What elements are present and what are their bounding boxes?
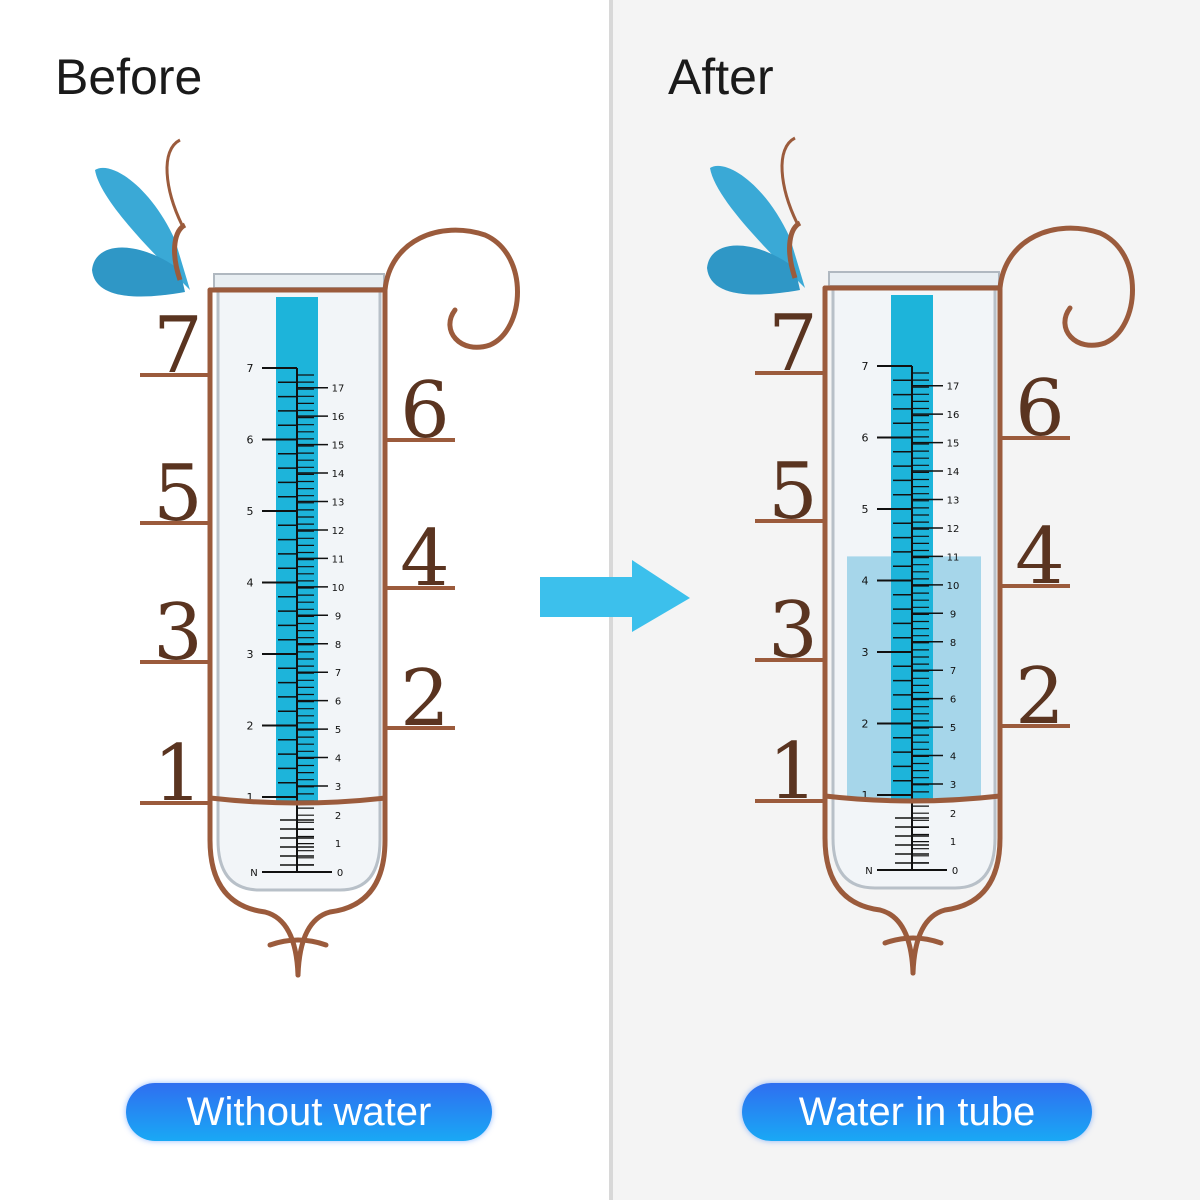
stand-number-right: 4 xyxy=(1015,512,1065,602)
after-heading: After xyxy=(668,49,774,105)
stand-hook xyxy=(382,227,520,350)
bottom-right-label: 0 xyxy=(337,868,343,879)
cm-label: 6 xyxy=(335,697,341,708)
cm-label: 5 xyxy=(335,725,341,736)
stand-spike-guard xyxy=(267,937,329,948)
cm-label: 17 xyxy=(332,384,345,395)
stand-number-right: 2 xyxy=(1015,652,1065,742)
inch-label: 7 xyxy=(862,360,869,373)
cm-label: 9 xyxy=(950,609,956,620)
bottom-left-label: N xyxy=(250,868,257,879)
cm-label: 7 xyxy=(335,668,341,679)
inch-label: 1 xyxy=(247,791,254,804)
stand-number-left: 7 xyxy=(153,301,203,391)
cm-label: 12 xyxy=(332,526,345,537)
cm-label: 4 xyxy=(335,754,341,765)
cm-label: 15 xyxy=(947,439,960,450)
cm-label: 9 xyxy=(335,611,341,622)
cm-label: 8 xyxy=(950,638,956,649)
inch-label: 4 xyxy=(862,575,869,588)
butterfly-wing xyxy=(92,247,185,297)
arrow-right-icon xyxy=(540,560,690,632)
inch-label: 6 xyxy=(862,432,869,445)
inch-label: 2 xyxy=(247,720,254,733)
stand-number-right: 6 xyxy=(400,366,450,456)
cm-label: 13 xyxy=(947,496,960,507)
butterfly-body xyxy=(787,220,802,279)
water-in-tube-label: Water in tube xyxy=(742,1083,1092,1141)
butterfly-wing xyxy=(707,245,800,295)
cm-label: 1 xyxy=(950,837,956,848)
butterfly-icon xyxy=(92,138,190,297)
before-heading: Before xyxy=(55,49,203,105)
inch-label: 1 xyxy=(862,789,869,802)
stand-spike-guard xyxy=(882,935,944,946)
stand-number-left: 1 xyxy=(768,727,818,817)
cm-label: 10 xyxy=(332,583,345,594)
stand-number-left: 1 xyxy=(153,729,203,819)
cm-label: 3 xyxy=(335,782,341,793)
cm-label: 12 xyxy=(947,524,960,535)
cm-label: 16 xyxy=(332,412,345,423)
cm-label: 7 xyxy=(950,666,956,677)
stand-hook xyxy=(997,225,1135,348)
cm-label: 1 xyxy=(335,839,341,850)
cm-label: 10 xyxy=(947,581,960,592)
butterfly-wing xyxy=(95,167,190,290)
inch-label: 5 xyxy=(247,505,254,518)
cm-label: 4 xyxy=(950,752,956,763)
butterfly-wing xyxy=(710,165,805,288)
cm-label: 2 xyxy=(950,809,956,820)
inch-label: 2 xyxy=(862,718,869,731)
inch-label: 6 xyxy=(247,434,254,447)
stand-number-left: 5 xyxy=(153,449,203,539)
butterfly-body xyxy=(172,222,187,281)
stand-ring xyxy=(207,795,388,806)
tube-rim xyxy=(213,273,385,289)
inch-label: 7 xyxy=(247,362,254,375)
bottom-left-label: N xyxy=(865,866,872,877)
inch-label: 3 xyxy=(247,648,254,661)
stand-frame-left xyxy=(207,287,301,978)
cm-label: 14 xyxy=(947,467,960,478)
butterfly-icon xyxy=(707,136,805,295)
cm-label: 11 xyxy=(947,552,960,563)
cm-label: 8 xyxy=(335,640,341,651)
cm-label: 11 xyxy=(332,554,345,565)
stand-number-right: 2 xyxy=(400,654,450,744)
without-water-label: Without water xyxy=(126,1083,492,1141)
stand-number-left: 7 xyxy=(768,299,818,389)
cm-label: 5 xyxy=(950,723,956,734)
stand-number-left: 3 xyxy=(153,588,203,678)
stand-ring xyxy=(822,793,1003,804)
stand-number-right: 6 xyxy=(1015,364,1065,454)
cm-label: 14 xyxy=(332,469,345,480)
tube-rim xyxy=(828,271,1000,287)
cm-label: 16 xyxy=(947,410,960,421)
cm-label: 13 xyxy=(332,498,345,509)
stand-frame-left xyxy=(822,285,916,976)
butterfly-antenna xyxy=(780,136,799,224)
inch-label: 4 xyxy=(247,577,254,590)
stand-number-left: 5 xyxy=(768,447,818,537)
stand-number-right: 4 xyxy=(400,514,450,604)
bottom-right-label: 0 xyxy=(952,866,958,877)
cm-label: 17 xyxy=(947,382,960,393)
cm-label: 6 xyxy=(950,695,956,706)
stand-number-left: 3 xyxy=(768,586,818,676)
inch-label: 5 xyxy=(862,503,869,516)
butterfly-antenna xyxy=(165,138,184,226)
cm-label: 15 xyxy=(332,441,345,452)
cm-label: 2 xyxy=(335,811,341,822)
inch-label: 3 xyxy=(862,646,869,659)
cm-label: 3 xyxy=(950,780,956,791)
